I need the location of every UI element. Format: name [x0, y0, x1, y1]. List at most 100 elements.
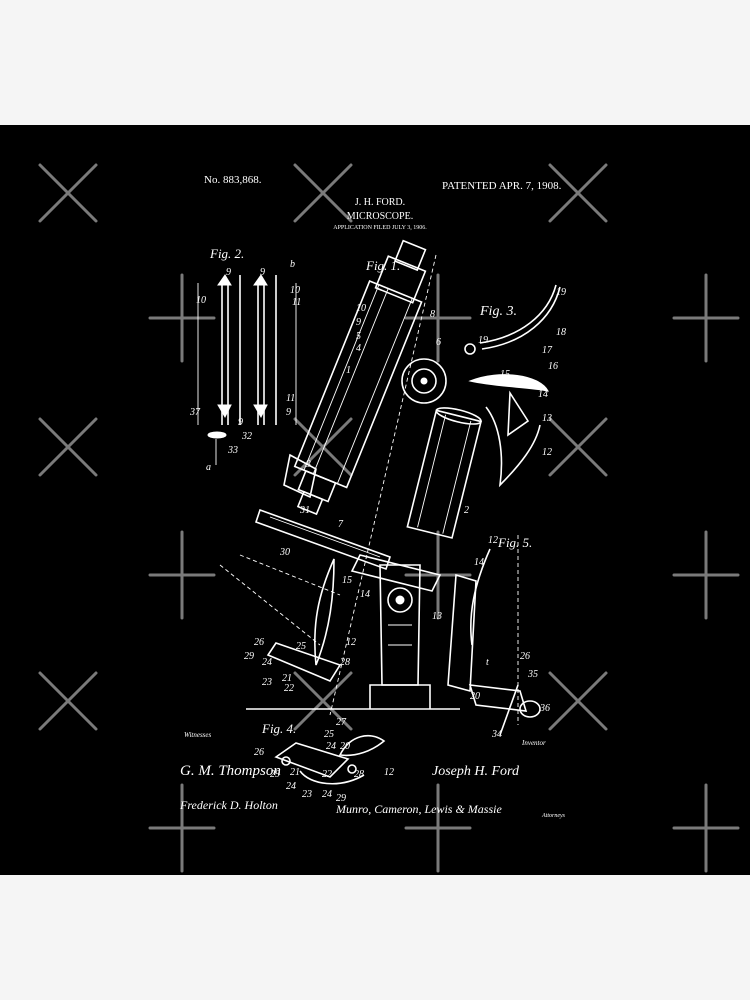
inventor-label: Inventor [521, 739, 546, 747]
watermark-x-icon [38, 417, 98, 477]
witness-signature-2: Frederick D. Holton [179, 798, 278, 812]
watermark-x-icon [548, 417, 608, 477]
svg-text:25: 25 [324, 729, 334, 740]
svg-text:9: 9 [226, 267, 231, 278]
svg-text:33: 33 [227, 445, 238, 456]
svg-text:21: 21 [290, 767, 300, 778]
watermark-plus-icon [672, 530, 740, 620]
svg-text:24: 24 [286, 781, 296, 792]
watermark-plus-icon [148, 783, 216, 873]
svg-text:8: 8 [430, 309, 435, 320]
svg-text:12: 12 [542, 447, 552, 458]
watermark-x-icon [548, 671, 608, 731]
svg-text:10: 10 [290, 285, 300, 296]
svg-text:20: 20 [470, 691, 480, 702]
bottom-margin [0, 875, 750, 1000]
svg-text:15: 15 [500, 369, 510, 380]
svg-text:12: 12 [488, 535, 498, 546]
watermark-plus-icon [148, 273, 216, 363]
application-line: APPLICATION FILED JULY 3, 1906. [333, 225, 427, 231]
figure-2-drawing: a 9 9 b 10 11 10 11 9 37 9 32 33 [189, 259, 301, 473]
watermark-plus-icon [404, 273, 472, 363]
svg-text:22: 22 [322, 769, 332, 780]
witness-signature-1: G. M. Thompson [180, 763, 281, 779]
svg-text:10: 10 [356, 303, 366, 314]
svg-text:30: 30 [279, 547, 290, 558]
svg-text:14: 14 [360, 589, 370, 600]
svg-text:24: 24 [262, 657, 272, 668]
svg-text:9: 9 [286, 407, 291, 418]
patent-date: PATENTED APR. 7, 1908. [442, 180, 562, 192]
svg-text:5: 5 [356, 331, 361, 342]
patent-drawing: No. 883,868. PATENTED APR. 7, 1908. J. H… [38, 163, 740, 873]
svg-text:7: 7 [338, 519, 344, 530]
watermark-pattern [38, 163, 740, 873]
svg-text:31: 31 [299, 505, 310, 516]
svg-text:9: 9 [356, 317, 361, 328]
watermark-plus-icon [148, 530, 216, 620]
figure-label-fig1: Fig. 1. [365, 258, 400, 273]
figure-3-drawing: 19 18 17 16 15 14 13 12 19 [464, 284, 566, 488]
svg-text:26: 26 [254, 747, 264, 758]
watermark-x-icon [38, 671, 98, 731]
watermark-plus-icon [404, 783, 472, 873]
svg-text:13: 13 [542, 413, 552, 424]
svg-text:28: 28 [340, 657, 350, 668]
svg-text:23: 23 [262, 677, 272, 688]
svg-text:9: 9 [260, 267, 265, 278]
svg-text:26: 26 [254, 637, 264, 648]
svg-text:b: b [290, 259, 295, 270]
svg-text:26: 26 [520, 651, 530, 662]
figure-label-fig4: Fig. 4. [261, 721, 296, 736]
svg-text:17: 17 [542, 345, 553, 356]
svg-text:22: 22 [284, 683, 294, 694]
top-margin [0, 0, 750, 125]
figure-label-fig3: Fig. 3. [479, 304, 517, 319]
watermark-x-icon [293, 417, 353, 477]
svg-text:12: 12 [346, 637, 356, 648]
svg-text:23: 23 [302, 789, 312, 800]
svg-text:3: 3 [305, 459, 311, 470]
watermark-plus-icon [672, 273, 740, 363]
svg-text:16: 16 [548, 361, 558, 372]
svg-text:28: 28 [354, 769, 364, 780]
svg-text:20: 20 [340, 741, 350, 752]
svg-text:t: t [486, 657, 489, 668]
svg-text:21: 21 [282, 673, 292, 684]
svg-text:11: 11 [286, 393, 295, 404]
watermark-x-icon [293, 163, 353, 223]
svg-text:12: 12 [384, 767, 394, 778]
svg-text:19: 19 [556, 287, 566, 298]
svg-text:9: 9 [238, 417, 243, 428]
svg-text:37: 37 [189, 407, 201, 418]
svg-text:6: 6 [436, 337, 441, 348]
svg-text:32: 32 [241, 431, 252, 442]
patent-title: MICROSCOPE. [347, 211, 413, 222]
figure-5-drawing: 12 14 13 t 26 35 36 20 34 [432, 535, 550, 740]
svg-text:25: 25 [296, 641, 306, 652]
attorneys-label: Attorneys [541, 813, 566, 819]
svg-text:13: 13 [432, 611, 442, 622]
svg-text:34: 34 [491, 729, 502, 740]
svg-text:11: 11 [292, 297, 301, 308]
svg-text:2: 2 [464, 505, 469, 516]
figure-1-microscope: 10 9 5 4 1 8 6 2 3 31 7 30 15 14 12 26 2… [219, 239, 482, 716]
svg-text:24: 24 [326, 741, 336, 752]
svg-text:29: 29 [270, 769, 280, 780]
watermark-x-icon [548, 163, 608, 223]
svg-text:29: 29 [244, 651, 254, 662]
svg-text:29: 29 [336, 793, 346, 804]
svg-text:a: a [206, 462, 211, 473]
svg-text:24: 24 [322, 789, 332, 800]
svg-text:35: 35 [527, 669, 538, 680]
svg-text:4: 4 [356, 343, 361, 354]
svg-text:1: 1 [346, 365, 351, 376]
witnesses-label: Witnesses [184, 731, 211, 739]
inventor-heading: J. H. FORD. [355, 197, 405, 208]
svg-text:27: 27 [336, 717, 347, 728]
svg-text:19: 19 [478, 335, 488, 346]
svg-text:14: 14 [474, 557, 484, 568]
svg-text:10: 10 [196, 295, 206, 306]
watermark-plus-icon [672, 783, 740, 873]
watermark-x-icon [38, 163, 98, 223]
